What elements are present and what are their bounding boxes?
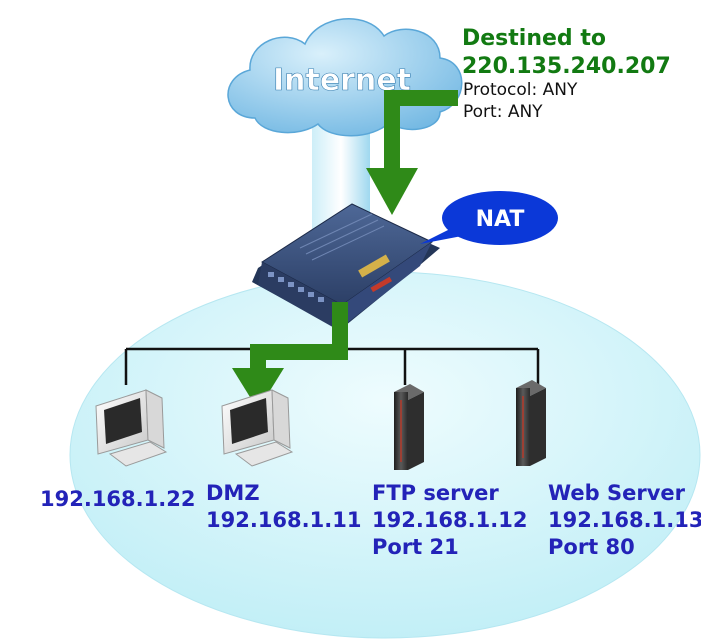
web-name-label: Web Server	[548, 481, 686, 505]
web-port-label: Port 80	[548, 535, 635, 559]
nat-label: NAT	[476, 207, 525, 232]
web-server-icon	[516, 380, 546, 466]
ftp-ip-label: 192.168.1.12	[372, 508, 528, 532]
ftp-port-label: Port 21	[372, 535, 459, 559]
cloud-label: Internet	[273, 63, 411, 98]
nat-callout	[420, 191, 558, 245]
internet-cloud-icon	[227, 18, 463, 137]
ftp-name-label: FTP server	[372, 481, 499, 505]
pc1-ip-label: 192.168.1.22	[40, 487, 196, 511]
incoming-traffic-arrow	[366, 90, 458, 215]
dmz-name-label: DMZ	[206, 481, 260, 505]
ftp-server-icon	[394, 384, 424, 470]
dmz-ip-label: 192.168.1.11	[206, 508, 362, 532]
router-icon	[252, 203, 440, 330]
destination-heading: Destined to	[462, 26, 606, 51]
dmz-forward-arrow	[232, 302, 348, 410]
lan-area	[69, 271, 701, 639]
pc-192-168-1-22-icon	[95, 389, 168, 467]
destination-ip: 220.135.240.207	[462, 54, 671, 79]
destination-protocol: Protocol: ANY	[463, 80, 578, 100]
web-ip-label: 192.168.1.13	[548, 508, 701, 532]
destination-port: Port: ANY	[463, 102, 543, 122]
dmz-pc-icon	[221, 389, 294, 467]
